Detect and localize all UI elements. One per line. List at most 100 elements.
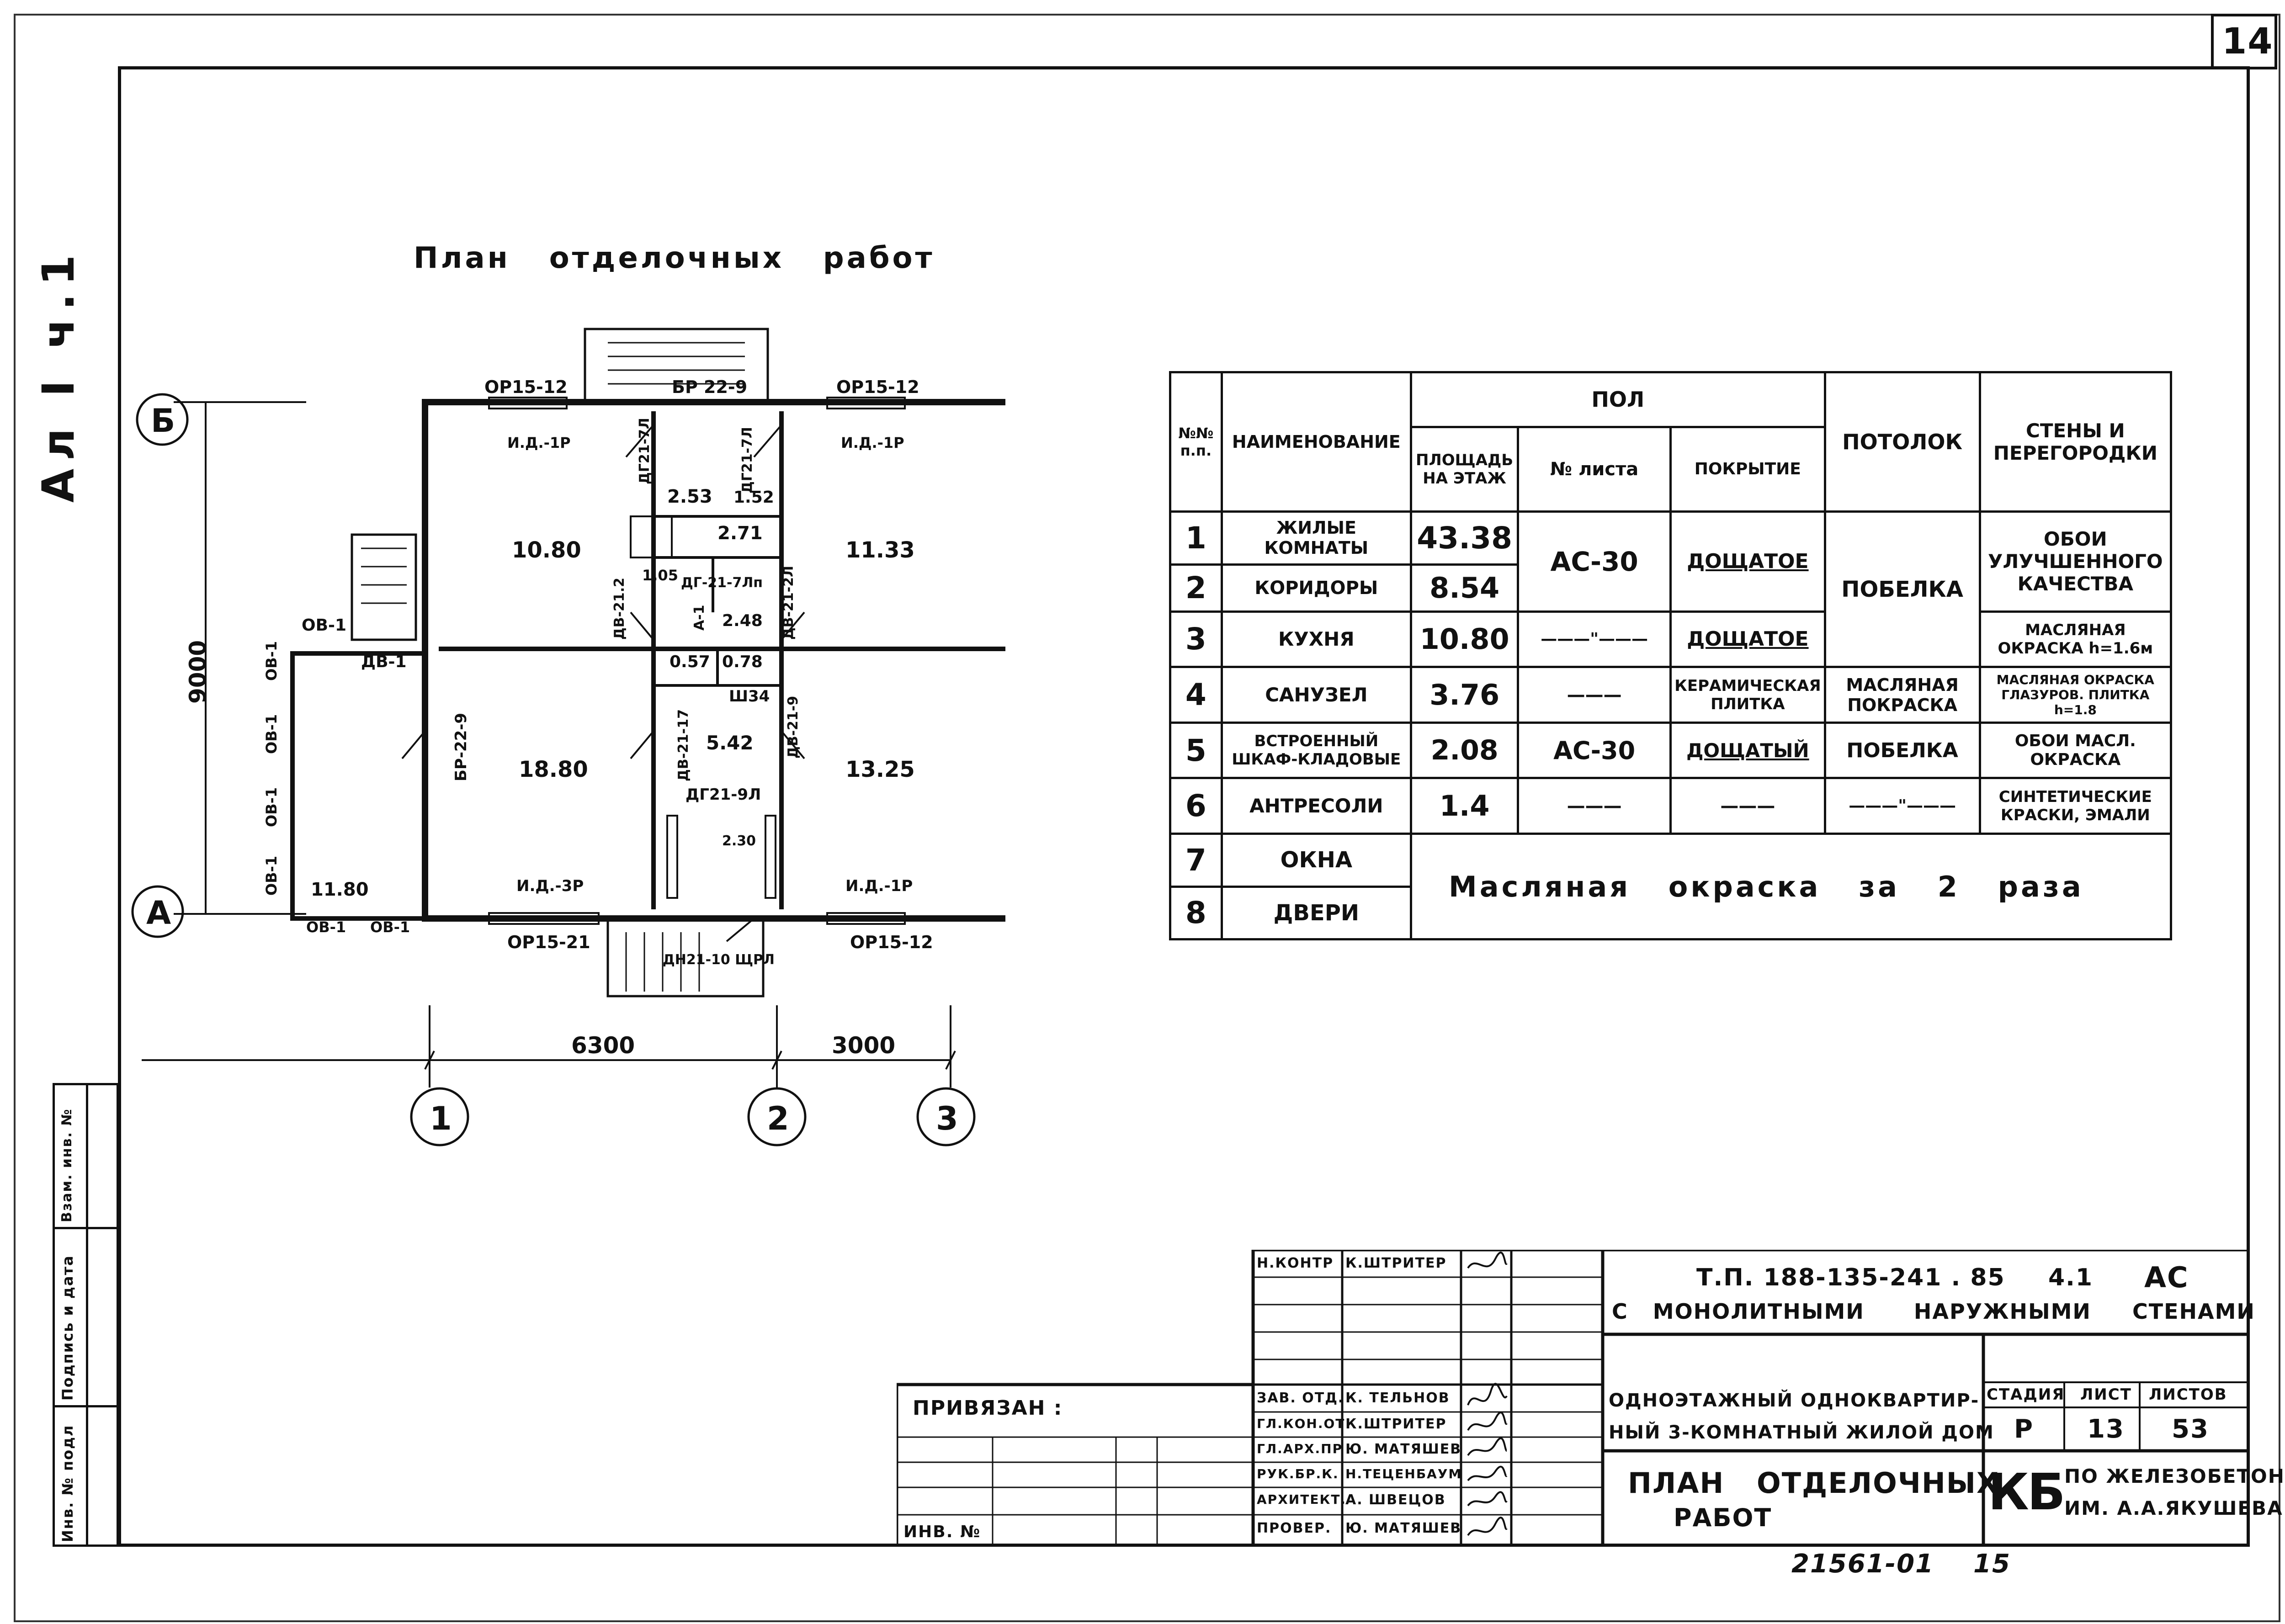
row6-walls: СИНТЕТИЧЕСКИЕ КРАСКИ, ЭМАЛИ [1978, 777, 2173, 835]
sheet-number: 14 [2222, 21, 2274, 62]
sheet-value: 13 [2087, 1414, 2125, 1444]
dim-3000: 3000 [832, 1032, 895, 1059]
dim-6300: 6300 [571, 1032, 635, 1059]
plan-area-1133: 11.33 [845, 537, 915, 563]
role-6: ГЛ.АРХ.ПР [1257, 1441, 1343, 1456]
row6-sheet: ——— [1517, 777, 1672, 835]
margin-stamp: Инв. № подл Подпись и дата Взам. инв. № [53, 1083, 119, 1547]
margin-col3: Взам. инв. № [59, 1108, 75, 1222]
plan-id3r: И.Д.-3Р [516, 877, 584, 895]
plan-ov1-f: ОВ-1 [306, 918, 346, 936]
row6-ceiling: ———"——— [1823, 777, 1981, 835]
title-block: ПРИВЯЗАН : ИНВ. № Н.КОНТР К.ШТРИТЕР ЗАВ.… [897, 1250, 2285, 1547]
axis-1: 1 [430, 1100, 452, 1137]
project-code: Т.П. 188-135-241 . 85 [1696, 1264, 2005, 1291]
plan-area-057: 0.57 [670, 653, 710, 671]
plan-area-1325: 13.25 [845, 757, 915, 782]
plan-dv2117: ДВ-21-17 [675, 709, 691, 781]
th-cover: ПОКРЫТИЕ [1669, 425, 1826, 513]
row5-sheet: АС-30 [1517, 721, 1672, 780]
row6-name: АНТРЕСОЛИ [1220, 777, 1413, 835]
plan-sh34: Ш34 [729, 687, 770, 706]
drawing-title-line2: РАБОТ [1674, 1503, 1772, 1532]
project-code-suffix: 4.1 [2048, 1264, 2094, 1291]
th-walls: СТЕНЫ И ПЕРЕГОРОДКИ [1978, 371, 2173, 513]
sheets-value: 53 [2172, 1414, 2209, 1444]
sheet-outer-border [14, 14, 2280, 1622]
margin-col1: Инв. № подл [59, 1424, 76, 1542]
sheet-number-box [2211, 14, 2277, 69]
plan-op1521: ОР15-21 [507, 932, 590, 952]
row5-walls: ОБОИ МАСЛ. ОКРАСКА [1978, 721, 2173, 780]
sheet-label: ЛИСТ [2080, 1385, 2132, 1404]
side-label: Ал I ч.1 [33, 246, 84, 503]
row6-num: 6 [1169, 777, 1223, 835]
role-5: ГЛ.КОН.ОТ [1257, 1416, 1345, 1431]
row4-name: САНУЗЕЛ [1220, 666, 1413, 724]
plan-op1512-right: ОР15-12 [836, 377, 919, 397]
row8-num: 8 [1169, 885, 1223, 941]
cover-merged-12: ДОЩАТОЕ [1669, 510, 1826, 613]
plan-ov1-e: ОВ-1 [263, 856, 280, 896]
axis-3: 3 [936, 1100, 958, 1137]
plan-dg219l: ДГ21-9Л [686, 785, 761, 804]
row4-ceiling: МАСЛЯНАЯ ПОКРАСКА [1823, 666, 1981, 724]
floor-plan: Б А 1 2 3 9000 6300 3000 ОР15-12 ОР15-12… [131, 328, 1005, 1146]
axis-2-bubble [747, 1087, 807, 1146]
name-6: Ю. МАТЯШЕВ [1345, 1441, 1462, 1457]
axis-a-bubble [131, 885, 184, 938]
row1-area: 43.38 [1410, 510, 1520, 566]
role-0: Н.КОНТР [1257, 1255, 1334, 1271]
axis-2: 2 [767, 1100, 789, 1137]
axis-3-bubble [916, 1087, 976, 1146]
plan-area-152: 1.52 [733, 488, 774, 507]
row7-num: 7 [1169, 833, 1223, 888]
plan-area-078: 0.78 [722, 653, 763, 671]
role-9: ПРОВЕР. [1257, 1520, 1332, 1536]
row3-walls: МАСЛЯНАЯ ОКРАСКА h=1.6м [1978, 610, 2173, 669]
row5-cover: ДОЩАТЫЙ [1669, 721, 1826, 780]
row8-name: ДВЕРИ [1220, 885, 1413, 941]
axis-1-bubble [410, 1087, 469, 1146]
th-floor: ПОЛ [1410, 371, 1826, 428]
stage-value: Р [2014, 1414, 2034, 1444]
plan-title: План отделочных работ [414, 241, 935, 275]
plan-ov1-g: ОВ-1 [370, 918, 410, 936]
project-code-suffix2: АС [2144, 1261, 2189, 1294]
row6-area: 1.4 [1410, 777, 1520, 835]
signatures [1467, 1252, 1508, 1536]
plan-area-1180: 11.80 [311, 879, 369, 900]
row3-sheet: ———"——— [1517, 610, 1672, 669]
ceiling-merged-123: ПОБЕЛКА [1823, 510, 1981, 669]
row2-name: КОРИДОРЫ [1220, 563, 1413, 613]
plan-br229-top: БР 22-9 [672, 377, 747, 397]
axis-b: Б [151, 402, 175, 440]
row1-num: 1 [1169, 510, 1223, 566]
row4-walls: МАСЛЯНАЯ ОКРАСКА ГЛАЗУРОВ. ПЛИТКА h=1.8 [1978, 666, 2173, 724]
th-name: НАИМЕНОВАНИЕ [1220, 371, 1413, 513]
row4-sheet: ——— [1517, 666, 1672, 724]
plan-dv219: ДВ-21-9 [785, 696, 801, 759]
name-0: К.ШТРИТЕР [1345, 1255, 1447, 1271]
building-line2: НЫЙ 3-КОМНАТНЫЙ ЖИЛОЙ ДОМ [1609, 1422, 1994, 1443]
plan-dv212-left: ДВ-21.2 [611, 578, 627, 640]
row3-cover: ДОЩАТОЕ [1669, 610, 1826, 669]
th-ceiling: ПОТОЛОК [1823, 371, 1981, 513]
stage-label: СТАДИЯ [1987, 1385, 2065, 1404]
plan-ov1-b: ОВ-1 [263, 641, 280, 681]
plan-area-542: 5.42 [706, 732, 754, 754]
row5-area: 2.08 [1410, 721, 1520, 780]
name-5: К.ШТРИТЕР [1345, 1416, 1447, 1432]
merged-78: Масляная окраска за 2 раза [1410, 833, 2172, 940]
axis-b-bubble [136, 393, 189, 446]
role-8: АРХИТЕКТ. [1257, 1492, 1347, 1507]
plan-id1r-top-left: И.Д.-1Р [507, 434, 571, 451]
plan-ov1-a: ОВ-1 [302, 616, 346, 635]
plan-area-1080: 10.80 [512, 537, 581, 563]
plan-id1r-bottom: И.Д.-1Р [845, 877, 913, 895]
plan-ov1-d: ОВ-1 [263, 787, 280, 827]
row4-num: 4 [1169, 666, 1223, 724]
inv-no-label: ИНВ. № [903, 1523, 981, 1541]
plan-dv212l-right: ДВ-21-2Л [781, 566, 797, 640]
th-sheet: № листа [1517, 425, 1672, 513]
